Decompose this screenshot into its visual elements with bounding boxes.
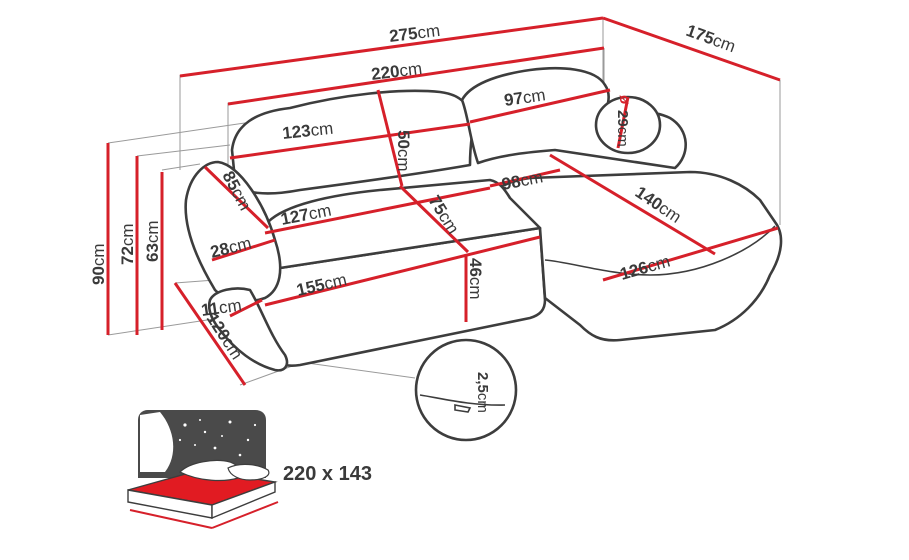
line-leg-height	[229, 298, 263, 318]
label-back-width: 220cm	[370, 59, 423, 84]
line-back-width	[227, 46, 605, 106]
label-leg-height: 11cm	[200, 295, 243, 319]
label-back-height: 72cm	[118, 223, 137, 265]
label-arm-height: 63cm	[143, 220, 162, 262]
line-armrest-length	[203, 165, 270, 230]
line-chaise-length	[549, 153, 716, 256]
line-total-width	[179, 16, 604, 78]
chaise-seat	[488, 170, 783, 342]
label-pillow-diameter: ø	[616, 95, 633, 105]
label-seat-front: 155cm	[295, 270, 349, 300]
line-pillow-diameter	[616, 96, 630, 149]
line-chaise-front	[602, 226, 779, 282]
label-leg-detail: 2,5cm	[474, 372, 491, 413]
label-armrest-width: 28cm	[208, 233, 253, 261]
line-back-cushion-height	[376, 89, 404, 187]
label-total-width: 275cm	[388, 21, 441, 46]
label-pillow-size: 29cm	[614, 110, 631, 147]
bed-with-night-sky-icon	[127, 410, 279, 529]
sofa-illustration	[184, 66, 783, 372]
label-seat-height: 46cm	[466, 258, 485, 300]
sleeping-area-size: 220 x 143	[283, 463, 372, 485]
label-chaise-width: 98cm	[500, 167, 544, 194]
measure-lines	[106, 16, 781, 386]
line-armrest-width	[211, 238, 276, 262]
line-seat-front	[264, 235, 541, 307]
label-back-cushion-height: 50cm	[394, 130, 413, 172]
label-chaise-cushion: 97cm	[503, 85, 547, 110]
line-total-depth	[602, 16, 781, 82]
front-roll	[207, 287, 289, 372]
line-chaise-cushion	[469, 88, 611, 124]
line-chaise-width	[489, 168, 561, 188]
armrest	[184, 160, 282, 303]
line-seat-inner	[264, 186, 491, 235]
label-total-height: 90cm	[89, 243, 108, 285]
leg-detail-callout	[414, 338, 518, 442]
label-main-cushion: 123cm	[281, 119, 334, 143]
line-main-cushion	[229, 122, 471, 160]
dimension-labels: 275cm 175cm 220cm 123cm 50cm 97cm ø 29cm…	[89, 21, 738, 413]
line-seat-depth	[398, 184, 470, 254]
line-side-depth	[173, 282, 247, 386]
label-total-depth: 175cm	[684, 21, 738, 56]
